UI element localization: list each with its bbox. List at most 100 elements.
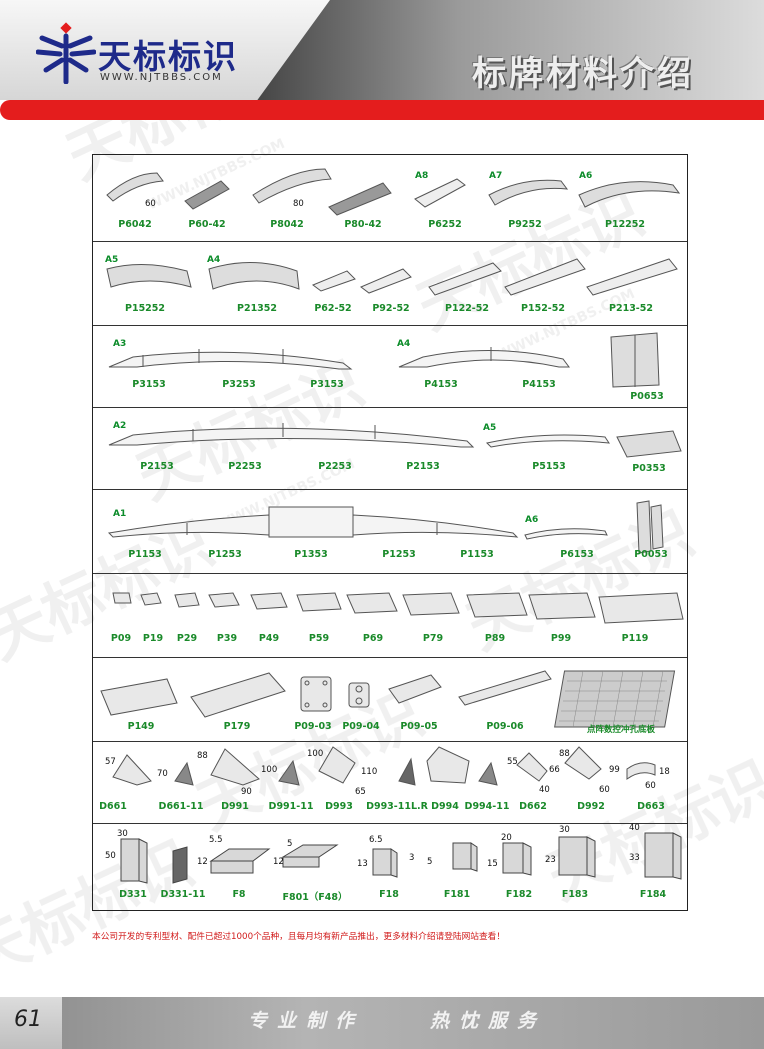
product-code: D991-11 [268,801,314,812]
dimension-label: 55 [507,757,518,767]
product-code: F8 [232,889,246,900]
brand-website: WWW.NJTBBS.COM [100,72,223,83]
product-code: P59 [308,633,330,644]
dimension-label: 99 [609,765,620,775]
dimension-label: 18 [659,767,670,777]
size-badge: A5 [105,255,119,265]
dimension-label: 6.5 [369,835,383,845]
product-code: P2153 [406,461,440,472]
product-code: P2253 [228,461,262,472]
dimension-label: 50 [105,851,116,861]
product-code: P21352 [236,303,278,314]
product-code: P213-52 [609,303,653,314]
product-code: P09 [110,633,132,644]
product-code: P2153 [140,461,174,472]
product-code: P92-52 [372,303,410,314]
brand-name: 天标标识 [98,37,238,76]
product-code: P09-06 [486,721,524,732]
dimension-label: 80 [293,199,304,209]
dimension-label: 88 [197,751,208,761]
product-code: P69 [362,633,384,644]
product-code: F18 [379,889,399,900]
product-code: D331-11 [160,889,206,900]
product-code: P3253 [222,379,256,390]
product-code: F183 [561,889,589,900]
product-code: D661-11 [158,801,204,812]
product-code: D331 [119,889,147,900]
product-code: P12252 [604,219,646,230]
product-code: P5153 [532,461,566,472]
row-4-illustrations [108,423,682,458]
dimension-label: 5.5 [209,835,223,845]
product-code: P89 [484,633,506,644]
product-code: P9252 [508,219,542,230]
product-code: P09-03 [294,721,332,732]
product-code: P3153 [132,379,166,390]
product-code: D993-11L.R [366,801,428,812]
product-code: P60-42 [188,219,226,230]
product-code: P6252 [428,219,462,230]
dimension-label: 33 [629,853,640,863]
catalog-row-9: D331 D331-11 F8 F801（F48） F18 F181 F182 … [93,823,687,910]
product-code: D662 [519,801,547,812]
catalog-row-1: P6042 P60-42 P8042 P80-42 P6252 P9252 P1… [93,155,687,242]
product-code: F182 [505,889,533,900]
catalog-row-5: P1153 P1253 P1353 P1253 P1153 P6153 P005… [93,489,687,574]
product-code: P09-05 [400,721,438,732]
product-code: P19 [142,633,164,644]
company-logo[interactable]: 天标标识 WWW.NJTBBS.COM [36,22,246,92]
product-code: D994-11 [464,801,510,812]
row-5-illustrations [107,500,664,554]
size-badge: A8 [415,171,429,181]
catalog-row-3: P3153 P3253 P3153 P4153 P4153 P0653 A3 A… [93,325,687,408]
dimension-label: 40 [539,785,550,795]
size-badge: A1 [113,509,127,519]
product-code: P149 [127,721,155,732]
row-2-illustrations [106,258,678,296]
row-8-illustrations [112,746,656,786]
size-badge: A4 [207,255,221,265]
product-code: P29 [176,633,198,644]
product-code: P99 [550,633,572,644]
catalog-row-2: P15252 P21352 P62-52 P92-52 P122-52 P152… [93,241,687,326]
dimension-label: 30 [117,829,128,839]
dimension-label: 20 [501,833,512,843]
dimension-label: 65 [355,787,366,797]
row-6-illustrations [112,592,684,624]
product-code: 点阵数控冲孔底板 [586,725,656,735]
product-notice: 本公司开发的专利型材、配件已超过1000个品种，且每月均有新产品推出，更多材料介… [92,932,506,942]
row-3-illustrations [108,332,660,388]
catalog-row-6: P09 P19 P29 P39 P49 P59 P69 P79 P89 P99 … [93,573,687,658]
product-code: P09-04 [342,721,380,732]
footer-slogan-left: 专业制作 [248,1010,365,1032]
product-code: P2253 [318,461,352,472]
dimension-label: 5 [287,839,293,849]
product-code: P0353 [632,463,666,474]
product-code: P119 [621,633,649,644]
dimension-label: 100 [261,765,278,775]
product-code: P6153 [560,549,594,560]
dimension-label: 70 [157,769,168,779]
tianbiao-logo-icon [36,22,96,84]
page-number-box [0,997,62,1049]
dimension-label: 60 [145,199,156,209]
product-code: P3153 [310,379,344,390]
dimension-label: 88 [559,749,570,759]
dimension-label: 60 [645,781,656,791]
dimension-label: 12 [273,857,284,867]
product-code: P1253 [208,549,242,560]
header-accent-bar [0,100,764,120]
product-code: P4153 [424,379,458,390]
page-footer [0,997,764,1049]
product-code: P79 [422,633,444,644]
dimension-label: 110 [361,767,378,777]
dimension-label: 23 [545,855,556,865]
product-code: D994 [431,801,459,812]
dimension-label: 40 [629,823,640,833]
product-code: P152-52 [521,303,565,314]
product-code: D991 [221,801,249,812]
product-code: P15252 [124,303,166,314]
product-code: P49 [258,633,280,644]
dimension-label: 5 [427,857,433,867]
product-code: D992 [577,801,605,812]
